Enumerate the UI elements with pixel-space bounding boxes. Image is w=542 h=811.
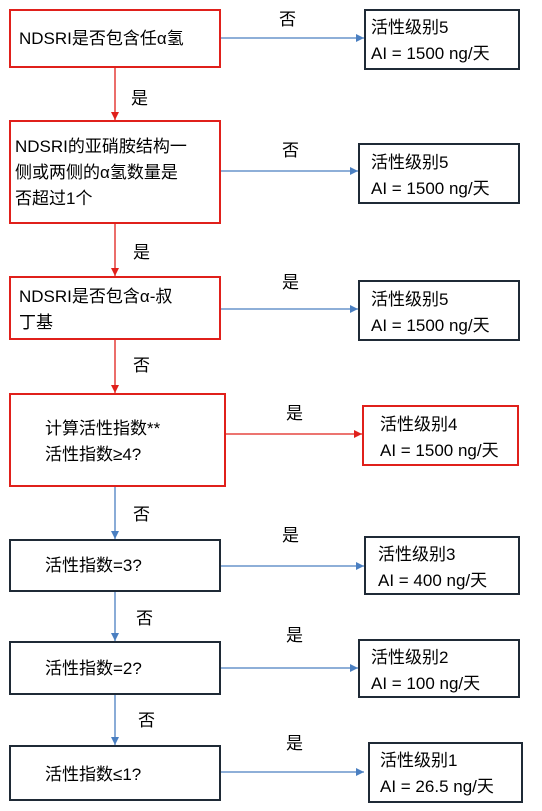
edge-label-h2: 否: [282, 141, 299, 160]
result-r7-text: 活性级别1 AI = 26.5 ng/天: [380, 751, 494, 796]
result-r7: 活性级别1 AI = 26.5 ng/天: [368, 742, 523, 803]
node-q6-text: 活性指数=2?: [45, 659, 142, 678]
result-r4-text: 活性级别4 AI = 1500 ng/天: [380, 415, 499, 460]
node-q4: 计算活性指数** 活性指数≥4?: [9, 393, 226, 487]
node-q5-text: 活性指数=3?: [45, 556, 142, 575]
result-r5: 活性级别3 AI = 400 ng/天: [364, 536, 520, 595]
edge-label-h7: 是: [286, 734, 303, 753]
node-q2: NDSRI的亚硝胺结构一 侧或两侧的α氢数量是 否超过1个: [9, 120, 221, 224]
result-r1: 活性级别5 AI = 1500 ng/天: [364, 9, 520, 70]
node-q2-text: NDSRI的亚硝胺结构一 侧或两侧的α氢数量是 否超过1个: [15, 137, 187, 208]
result-r2: 活性级别5 AI = 1500 ng/天: [358, 143, 520, 204]
node-q1-text: NDSRI是否包含任α氢: [19, 29, 184, 48]
node-q4-text: 计算活性指数** 活性指数≥4?: [45, 419, 161, 464]
result-r1-text: 活性级别5 AI = 1500 ng/天: [371, 18, 490, 63]
result-r2-text: 活性级别5 AI = 1500 ng/天: [371, 153, 490, 198]
edge-label-v5: 否: [136, 609, 153, 628]
edge-label-v3: 否: [133, 356, 150, 375]
node-q3-text: NDSRI是否包含α-叔 丁基: [19, 287, 173, 332]
node-q5: 活性指数=3?: [9, 539, 221, 592]
node-q1: NDSRI是否包含任α氢: [9, 9, 221, 68]
node-q6: 活性指数=2?: [9, 641, 221, 695]
edge-label-h3: 是: [282, 273, 299, 292]
edge-label-v1: 是: [131, 89, 148, 108]
edge-label-h1: 否: [279, 10, 296, 29]
edge-label-h4: 是: [286, 404, 303, 423]
edge-label-h6: 是: [286, 626, 303, 645]
result-r5-text: 活性级别3 AI = 400 ng/天: [378, 545, 488, 590]
result-r4: 活性级别4 AI = 1500 ng/天: [362, 405, 519, 466]
result-r6: 活性级别2 AI = 100 ng/天: [358, 639, 520, 698]
edge-label-h5: 是: [282, 526, 299, 545]
node-q7-text: 活性指数≤1?: [45, 765, 142, 784]
result-r6-text: 活性级别2 AI = 100 ng/天: [371, 648, 481, 693]
node-q3: NDSRI是否包含α-叔 丁基: [9, 276, 221, 340]
edge-label-v6: 否: [138, 711, 155, 730]
result-r3: 活性级别5 AI = 1500 ng/天: [358, 280, 520, 341]
result-r3-text: 活性级别5 AI = 1500 ng/天: [371, 290, 490, 335]
edge-label-v2: 是: [133, 243, 150, 262]
node-q7: 活性指数≤1?: [9, 745, 221, 801]
edge-label-v4: 否: [133, 505, 150, 524]
